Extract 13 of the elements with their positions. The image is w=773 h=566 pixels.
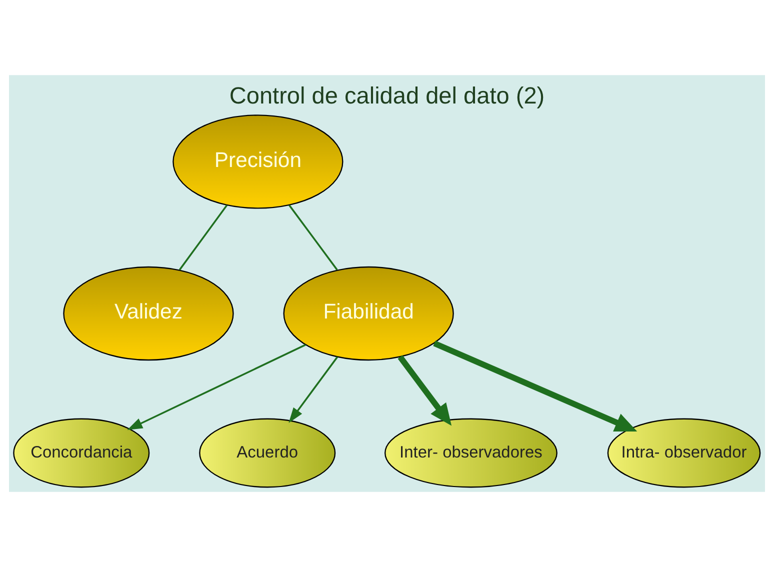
arrow — [432, 340, 637, 431]
node-ellipse: Inter- observadores — [384, 418, 557, 488]
connector — [288, 204, 338, 270]
arrow — [288, 356, 338, 422]
diagram-title: Control de calidad del dato (2) — [228, 82, 544, 108]
arrow — [397, 354, 452, 426]
node-ellipse: Acuerdo — [198, 418, 336, 488]
node-ellipse: Fiabilidad — [282, 266, 454, 360]
node-ellipse: Precisión — [172, 114, 343, 208]
arrow — [126, 343, 306, 430]
node-ellipse: Validez — [62, 266, 234, 360]
connector — [178, 204, 228, 270]
node-ellipse: Intra- observador — [606, 418, 760, 488]
